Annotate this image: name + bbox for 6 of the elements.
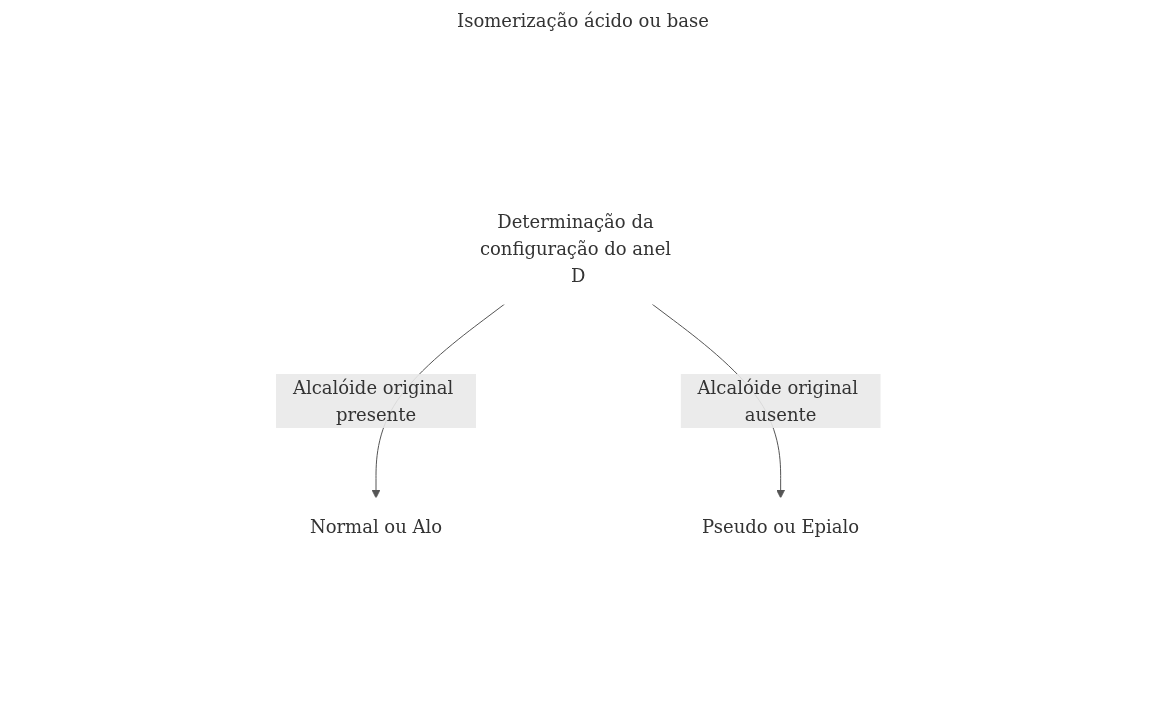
edge-label: Alcalóide original ausente [697,376,859,425]
edge-label: Alcalóide original presente [293,376,454,425]
node-text: Normal ou Alo [310,515,443,537]
node-text: Pseudo ou Epialo [702,515,860,537]
note-text: Isomerização ácido ou base [457,10,709,31]
node-text: Determinação da configuração do anel D [480,210,672,286]
